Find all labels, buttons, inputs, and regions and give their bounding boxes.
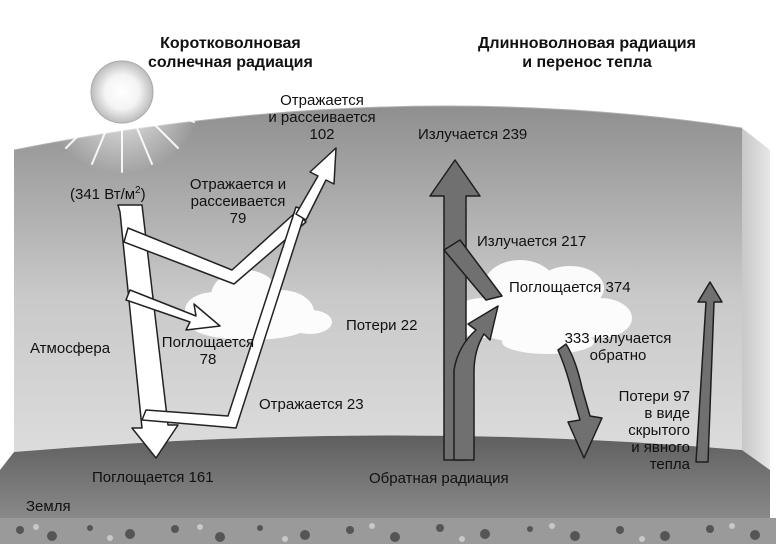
losses-label: Потери 22 — [346, 317, 418, 334]
ground-surface — [0, 435, 776, 544]
reflected-total-arrow — [295, 147, 337, 221]
atmosphere-emission-arrow — [443, 239, 503, 301]
longwave-heading-line1: Длинноволновая радиация — [478, 35, 696, 52]
surface-to-atmosphere-arrow — [453, 305, 499, 461]
latent-heat-arrow — [695, 281, 723, 463]
emitted-total-label: Излучается 239 — [418, 126, 528, 143]
incoming-solar-arrow — [117, 204, 179, 459]
back-radiation-label: Обратная радиация — [369, 470, 509, 487]
latent-sensible-label: Потери 97 в виде скрытого и явного тепла — [618, 388, 690, 473]
absorbed-longwave-label: Поглощается 374 — [509, 279, 631, 296]
absorbed-surface-label: Поглощается 161 — [92, 469, 214, 486]
atmosphere-box — [13, 105, 770, 470]
shortwave-heading-line1: Коротковолновая — [160, 35, 301, 52]
back-radiation-emitted-label: 333 излучается обратно — [564, 330, 672, 364]
shortwave-heading: Коротковолновая солнечная радиация — [148, 34, 313, 72]
longwave-heading-line2: и перенос тепла — [522, 54, 652, 71]
absorbed-atmosphere-arrow — [125, 289, 221, 331]
sun-icon — [40, 10, 204, 174]
cloud-icon — [452, 260, 632, 354]
atmosphere-label: Атмосфера — [30, 340, 111, 357]
longwave-arrows — [429, 159, 723, 463]
reflected-surface-arrow — [141, 206, 307, 429]
longwave-heading: Длинноволновая радиация и перенос тепла — [478, 34, 696, 72]
back-radiation-down-arrow — [557, 343, 603, 459]
reflected-atmosphere-arrow — [123, 211, 307, 285]
shortwave-heading-line2: солнечная радиация — [148, 54, 313, 71]
absorbed-atmosphere-label: Поглощается 78 — [161, 334, 255, 368]
shortwave-arrows — [117, 147, 337, 459]
reflected-total-label: Отражается и рассеивается 102 — [268, 92, 376, 143]
incoming-solar-label: (341 Вт/м2) — [70, 185, 146, 204]
reflected-atmosphere-label: Отражается и рассеивается 79 — [189, 176, 287, 227]
emitted-atmosphere-label: Излучается 217 — [477, 233, 587, 250]
earth-label: Земля — [26, 498, 71, 515]
reflected-surface-label: Отражается 23 — [259, 396, 364, 413]
